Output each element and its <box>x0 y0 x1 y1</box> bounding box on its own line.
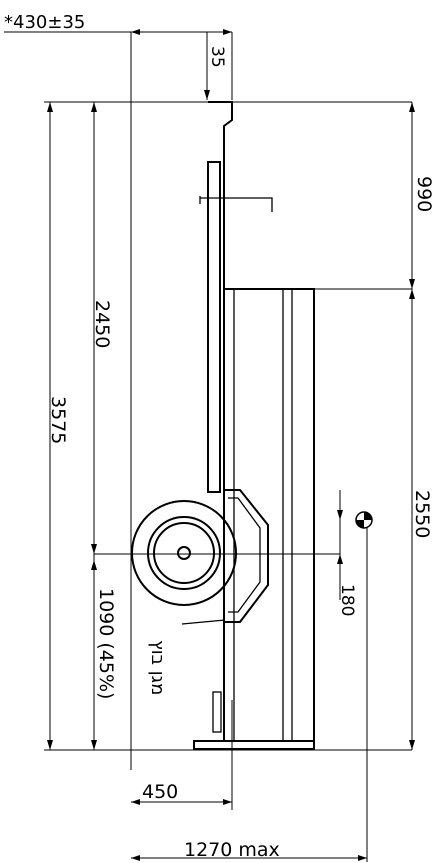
dim-overall-width: 1270 max <box>184 839 280 861</box>
arrow-heads <box>47 29 415 861</box>
trailer-outline <box>181 101 315 750</box>
wheel <box>131 500 237 606</box>
dim-bottom-offset: 450 <box>142 781 178 803</box>
dim-wheel-forward: 2550 <box>411 490 433 538</box>
dim-top-gap: 35 <box>207 46 227 68</box>
dim-top-tolerance: *430±35 <box>4 12 85 33</box>
dim-wheel-to-front: 1090 (45%) <box>95 588 117 699</box>
dim-wheel-to-tail: 2450 <box>91 300 113 348</box>
dim-offset-small: 180 <box>337 584 357 616</box>
mudguard-label: מגן בוץ <box>147 640 168 695</box>
dim-overall-length: 3575 <box>47 396 69 444</box>
dim-front-overhang: 990 <box>413 176 435 212</box>
center-of-gravity-icon <box>355 511 373 529</box>
